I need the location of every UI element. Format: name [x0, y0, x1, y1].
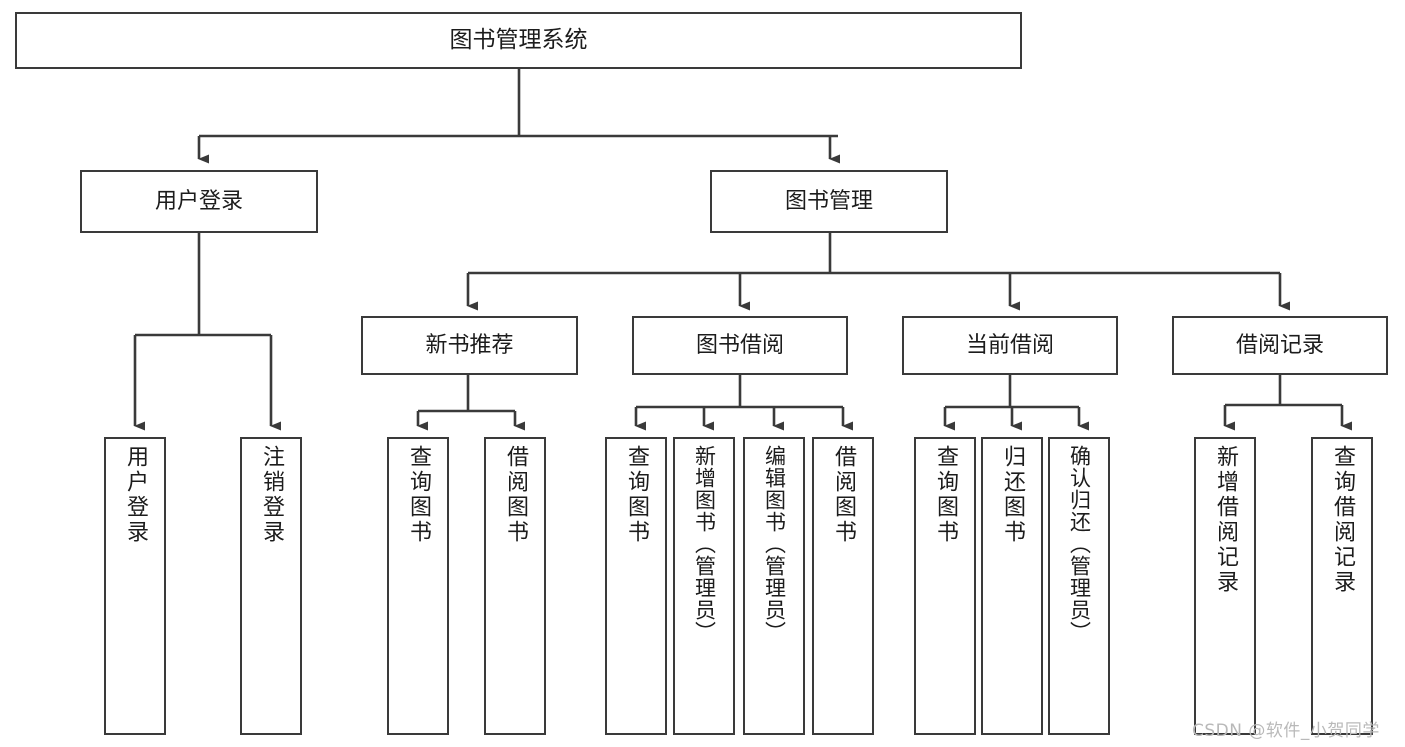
node-label: 查询图书 — [933, 445, 958, 545]
node-borrow-record[interactable]: 借阅记录 — [1172, 316, 1388, 375]
leaf-current-query-book[interactable]: 查询图书 — [914, 437, 976, 735]
leaf-record-add[interactable]: 新增借阅记录 — [1194, 437, 1256, 735]
leaf-borrow-edit-book-admin[interactable]: 编辑图书（管理员） — [743, 437, 805, 735]
node-current-borrow[interactable]: 当前借阅 — [902, 316, 1118, 375]
node-label: 借阅记录 — [1235, 332, 1324, 358]
node-label: 注销登录 — [259, 445, 284, 545]
node-label: 用户登录 — [123, 445, 148, 545]
leaf-borrow-lend-book[interactable]: 借阅图书 — [812, 437, 874, 735]
node-book-borrow[interactable]: 图书借阅 — [632, 316, 848, 375]
leaf-record-query[interactable]: 查询借阅记录 — [1311, 437, 1373, 735]
leaf-current-return-book[interactable]: 归还图书 — [981, 437, 1043, 735]
leaf-user-login[interactable]: 用户登录 — [104, 437, 166, 735]
node-label: 确认归还（管理员） — [1067, 445, 1092, 643]
leaf-new-query-book[interactable]: 查询图书 — [387, 437, 449, 735]
node-label: 归还图书 — [1000, 445, 1025, 545]
leaf-borrow-add-book-admin[interactable]: 新增图书（管理员） — [673, 437, 735, 735]
node-label: 图书借阅 — [695, 332, 784, 358]
node-label: 新增借阅记录 — [1213, 445, 1238, 595]
node-label: 借阅图书 — [831, 445, 856, 545]
leaf-borrow-query-book[interactable]: 查询图书 — [605, 437, 667, 735]
node-user-login[interactable]: 用户登录 — [80, 170, 318, 233]
node-book-management[interactable]: 图书管理 — [710, 170, 948, 233]
node-label: 编辑图书（管理员） — [762, 445, 787, 643]
node-label: 新增图书（管理员） — [692, 445, 717, 643]
leaf-current-confirm-return-admin[interactable]: 确认归还（管理员） — [1048, 437, 1110, 735]
node-system-root[interactable]: 图书管理系统 — [15, 12, 1022, 69]
node-label: 查询图书 — [406, 445, 431, 545]
node-label: 用户登录 — [154, 188, 243, 214]
node-label: 新书推荐 — [425, 332, 514, 358]
node-label: 图书管理系统 — [449, 26, 588, 53]
leaf-user-logout[interactable]: 注销登录 — [240, 437, 302, 735]
leaf-new-borrow-book[interactable]: 借阅图书 — [484, 437, 546, 735]
node-label: 图书管理 — [784, 188, 873, 214]
node-label: 当前借阅 — [965, 332, 1054, 358]
node-new-book-recommend[interactable]: 新书推荐 — [361, 316, 578, 375]
node-label: 借阅图书 — [503, 445, 528, 545]
node-label: 查询借阅记录 — [1330, 445, 1355, 595]
node-label: 查询图书 — [624, 445, 649, 545]
